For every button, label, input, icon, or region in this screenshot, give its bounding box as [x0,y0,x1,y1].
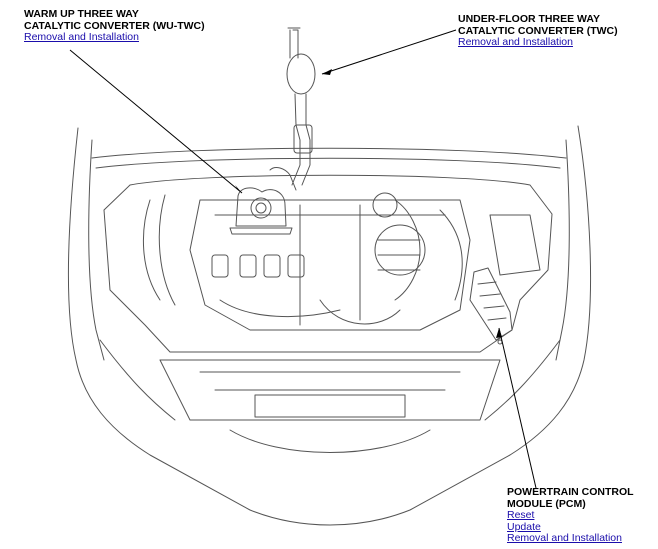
vehicle-body-outline [67,125,592,526]
twc-leader [321,29,457,75]
wu-twc-callout: WARM UP THREE WAY CATALYTIC CONVERTER (W… [24,8,205,44]
front-bumper [159,359,501,421]
twc-title-line2: CATALYTIC CONVERTER (TWC) [458,24,618,37]
windshield-cowl [91,147,567,159]
wu-twc-leader [69,49,243,194]
pcm-reset-link[interactable]: Reset [507,509,535,521]
pcm-title-line1: POWERTRAIN CONTROL [507,486,634,498]
engine-compartment [103,174,553,353]
pcm-leader [498,327,537,489]
hood-opening-right [555,139,570,361]
pcm-callout: POWERTRAIN CONTROL MODULE (PCM) Reset Up… [507,486,634,545]
pcm-module [469,267,513,341]
engine-block [189,199,471,331]
wu-twc-title-line2: CATALYTIC CONVERTER (WU-TWC) [24,19,205,32]
twc-title-line1: UNDER-FLOOR THREE WAY [458,13,600,25]
pcm-update-link[interactable]: Update [507,520,541,533]
exhaust-pipe [289,29,299,59]
hood-opening-left [88,139,105,361]
twc-callout: UNDER-FLOOR THREE WAY CATALYTIC CONVERTE… [458,13,618,49]
wu-twc-title-line1: WARM UP THREE WAY [24,8,139,20]
wu-twc-removal-link[interactable]: Removal and Installation [24,31,139,43]
pcm-removal-link[interactable]: Removal and Installation [507,532,622,544]
twc-body [286,53,316,95]
twc-removal-link[interactable]: Removal and Installation [458,36,573,48]
wu-twc-body [235,187,287,227]
pcm-title-line2: MODULE (PCM) [507,497,586,510]
